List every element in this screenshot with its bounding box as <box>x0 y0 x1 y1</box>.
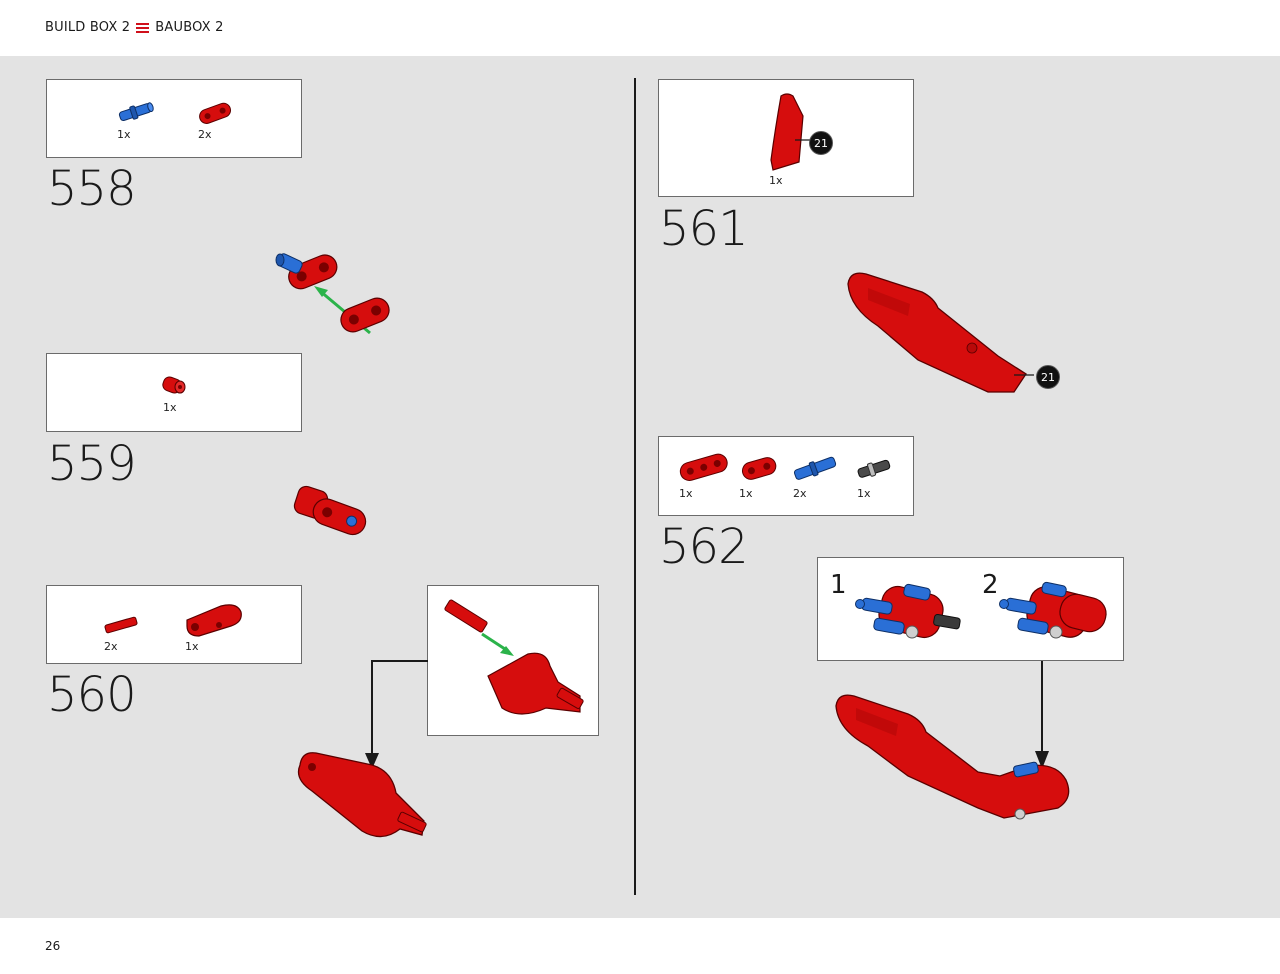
parts-list-560: 2x 1x <box>46 585 302 664</box>
substep-number-2: 2 <box>982 570 999 600</box>
grey-pin-icon <box>857 459 891 478</box>
assembly-559 <box>293 485 367 536</box>
part-qty: 2x <box>104 640 118 653</box>
step-number-558: 558 <box>47 161 137 217</box>
substep-number-1: 1 <box>830 570 847 600</box>
step-number-562: 562 <box>659 519 749 575</box>
parts-list-562: 1x 1x 2x 1x <box>658 436 914 516</box>
red-bush-icon <box>162 376 186 394</box>
part-qty: 1x <box>769 174 783 187</box>
column-divider <box>634 78 636 895</box>
callout-560 <box>427 585 599 736</box>
assembly-558 <box>275 253 390 335</box>
step-number-559: 559 <box>47 436 137 492</box>
substep-2-assembly <box>999 581 1107 639</box>
part-qty: 1x <box>739 487 753 500</box>
red-panel-icon <box>186 604 242 637</box>
callout-pointer-562 <box>1035 661 1049 769</box>
assembly-560 <box>297 752 427 838</box>
step-number-560: 560 <box>47 667 137 723</box>
callout-pointer-560 <box>365 660 428 769</box>
assembly-561 <box>847 272 1034 393</box>
page-number: 26 <box>45 939 61 953</box>
part-qty: 2x <box>198 128 212 141</box>
assembly-562 <box>835 694 1070 820</box>
header-title-left: BUILD BOX 2 <box>45 20 131 35</box>
parts-list-559: 1x <box>46 353 302 432</box>
ref-badge-21: 21 <box>809 131 833 155</box>
part-qty: 1x <box>185 640 199 653</box>
parts-list-561: 21 1x <box>658 79 914 197</box>
parts-list-558: 1x 2x <box>46 79 302 158</box>
separator-icon <box>136 23 150 33</box>
red-beam2-icon <box>741 457 777 480</box>
red-beam3-icon <box>679 453 728 481</box>
part-qty: 1x <box>163 401 177 414</box>
red-beam-icon <box>199 102 232 124</box>
part-qty: 1x <box>857 487 871 500</box>
callout-562: 1 2 <box>817 557 1124 661</box>
ref-badge-label: 21 <box>1041 370 1055 384</box>
instruction-area <box>0 56 1280 918</box>
part-qty: 2x <box>793 487 807 500</box>
header-title-right: BAUBOX 2 <box>155 20 224 35</box>
ref-badge-label: 21 <box>814 136 828 150</box>
red-axle-icon <box>104 616 138 634</box>
step-number-561: 561 <box>659 201 749 257</box>
substep-1-assembly <box>855 583 961 639</box>
part-qty: 1x <box>117 128 131 141</box>
page-header: BUILD BOX 2 BAUBOX 2 <box>0 0 1280 56</box>
part-qty: 1x <box>679 487 693 500</box>
header-title: BUILD BOX 2 BAUBOX 2 <box>45 20 224 35</box>
callout-560-assembly <box>444 599 584 715</box>
ref-badge-21: 21 <box>1036 365 1060 389</box>
blue-pin-icon <box>118 102 154 122</box>
blue-axle-pin-icon <box>793 456 837 480</box>
